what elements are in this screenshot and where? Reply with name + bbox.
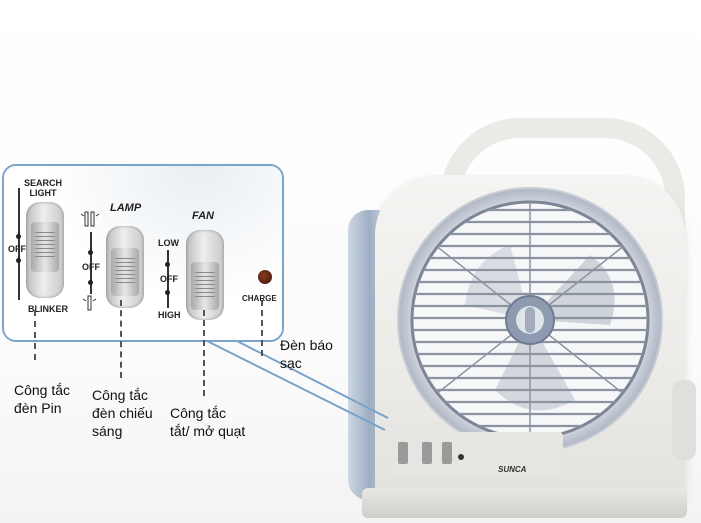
lamp-knob[interactable] [111,248,139,296]
label-lamp: LAMP [110,202,142,214]
dash-charge-indicator [261,300,263,356]
lamp-bright-icon [80,211,100,227]
label-lamp-off: OFF [82,262,100,272]
mini-switch-lamp [422,442,432,464]
left-scale-line [18,188,20,300]
label-charge: CHARGE [242,294,277,303]
annotation-battery-switch: Công tắc đèn Pin [14,382,71,416]
annotation-lamp-switch: Công tắc đèn chiếu sáng [92,387,153,439]
label-fan: FAN [192,210,214,222]
mini-switch-light [398,442,408,464]
label-search-light: SEARCH LIGHT [24,178,63,198]
label-blinker: BLINKER [28,304,68,314]
dash-fan-switch [203,310,205,396]
dash-battery-switch [34,310,36,360]
fan-switch[interactable] [186,230,224,320]
label-fan-high: HIGH [158,310,181,320]
fan-dot-bottom [165,290,170,295]
fan-base [362,488,687,518]
fan-grille [397,187,663,453]
lamp-dim-icon [82,295,97,311]
label-off-left: OFF [8,244,26,254]
lamp-switch[interactable] [106,226,144,308]
annotation-charge-indicator: Đèn báo sạc [280,337,333,371]
lamp-scale-line [90,232,92,294]
label-fan-low: LOW [158,238,179,248]
search-light-switch[interactable] [26,202,64,298]
fan-dot-top [165,262,170,267]
control-panel-zoom: SEARCH LIGHT OFF BLINKER LAMP OFF FAN LO… [2,164,284,342]
left-dot-top [16,234,21,239]
fan-right-knob [672,380,696,460]
annotation-fan-switch: Công tắc tắt/ mở quạt [170,405,246,439]
search-light-knob[interactable] [31,222,59,272]
left-dot-bottom [16,258,21,263]
lamp-dot-bottom [88,280,93,285]
mini-charge-led [458,454,464,460]
brand-label: SUNCA [498,465,527,474]
mini-switch-fan [442,442,452,464]
label-fan-off: OFF [160,274,178,284]
dash-lamp-switch [120,300,122,378]
fan-knob[interactable] [191,262,219,310]
lamp-dot-top [88,250,93,255]
fan-scale-line [167,250,169,308]
charge-led-icon [258,270,272,284]
fan-control-strip [388,432,563,477]
